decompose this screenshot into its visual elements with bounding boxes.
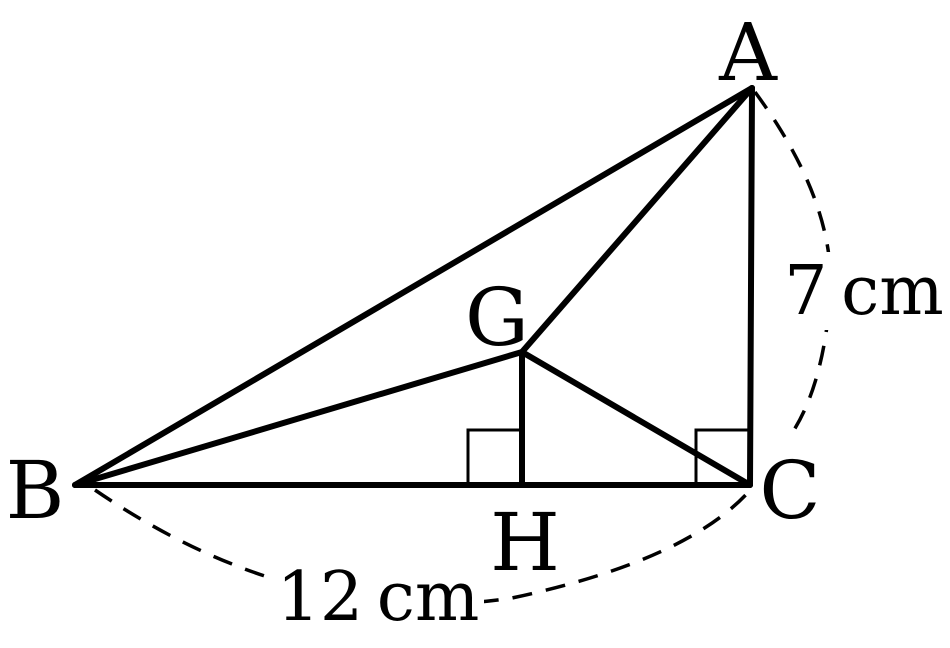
point-label-g: G: [465, 271, 529, 364]
point-label-a: A: [718, 6, 778, 99]
measure-bc: 12 cm: [277, 558, 480, 637]
segment-ag: [519, 85, 755, 355]
point-label-h: H: [490, 496, 560, 589]
segment-bg: [72, 349, 525, 488]
segment-ab: [72, 85, 755, 488]
point-label-c: C: [759, 444, 820, 537]
segment-ac: [747, 85, 755, 488]
bc-measure-backing: [272, 555, 484, 633]
point-label-b: B: [6, 444, 65, 537]
segment-gc: [519, 349, 753, 488]
right-angle-marker-h: [466, 428, 522, 485]
measure-ac: 7 cm: [784, 252, 943, 331]
right-angle-marker-c: [694, 428, 750, 485]
ac-measure-backing: [780, 252, 948, 330]
